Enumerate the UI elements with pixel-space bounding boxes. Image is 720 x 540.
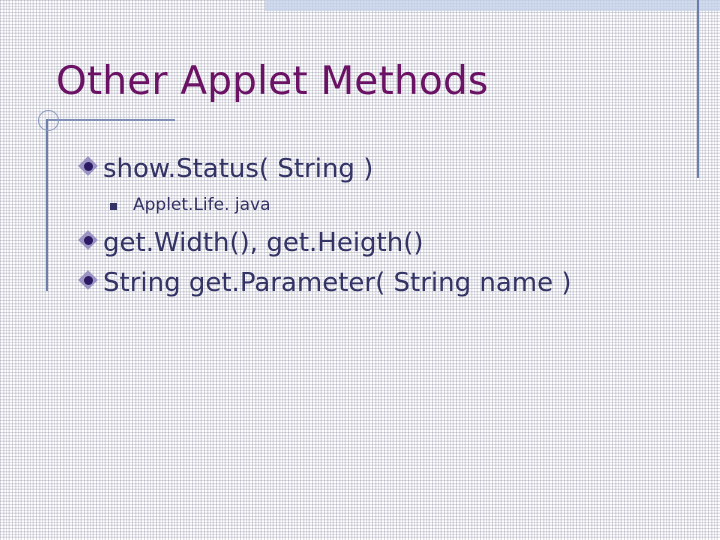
- small-square-bullet-icon: [110, 203, 117, 210]
- list-item: String get.Parameter( String name ): [78, 266, 680, 304]
- title-underline-rule: [46, 119, 175, 121]
- page-title: Other Applet Methods: [56, 59, 489, 104]
- node-circle-icon: [38, 110, 59, 131]
- list-item: Applet.Life. java: [80, 192, 680, 224]
- diamond-gem-bullet-icon: [78, 230, 102, 254]
- list-item-label: String get.Parameter( String name ): [103, 268, 572, 298]
- diamond-gem-bullet-icon: [78, 156, 102, 180]
- bullet-list: show.Status( String ) Applet.Life. java …: [78, 152, 680, 306]
- diamond-gem-bullet-icon: [78, 270, 102, 294]
- list-item: get.Width(), get.Heigth(): [78, 226, 680, 264]
- list-item-label: get.Width(), get.Heigth(): [103, 228, 424, 258]
- right-vertical-rule: [697, 0, 699, 178]
- list-item-label: show.Status( String ): [103, 154, 374, 184]
- list-item: show.Status( String ): [78, 152, 680, 190]
- left-vertical-rule: [46, 119, 48, 291]
- list-item-label: Applet.Life. java: [133, 195, 271, 215]
- top-decorative-band: [265, 0, 720, 11]
